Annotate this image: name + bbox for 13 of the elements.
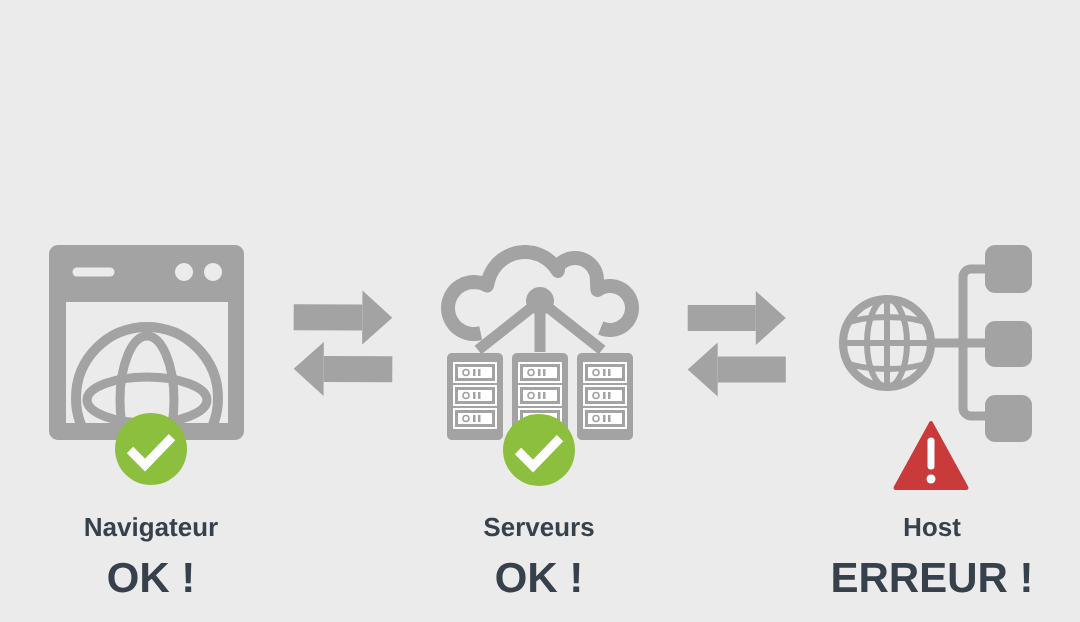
arrow bbox=[293, 341, 393, 396]
node-caption: Host bbox=[904, 518, 961, 537]
arrow bbox=[293, 290, 393, 345]
node-caption: Serveurs bbox=[484, 517, 594, 537]
node-caption: Navigateur bbox=[85, 517, 218, 542]
status-text: OK ! bbox=[108, 562, 192, 593]
status-text: OK ! bbox=[496, 562, 580, 593]
arrow bbox=[687, 342, 786, 397]
arrow bbox=[687, 291, 786, 345]
network-globe-icon bbox=[839, 245, 1032, 442]
status-text: ERREUR ! bbox=[833, 563, 1030, 593]
browser-icon bbox=[49, 245, 244, 440]
server-cloud-icon bbox=[441, 245, 639, 440]
